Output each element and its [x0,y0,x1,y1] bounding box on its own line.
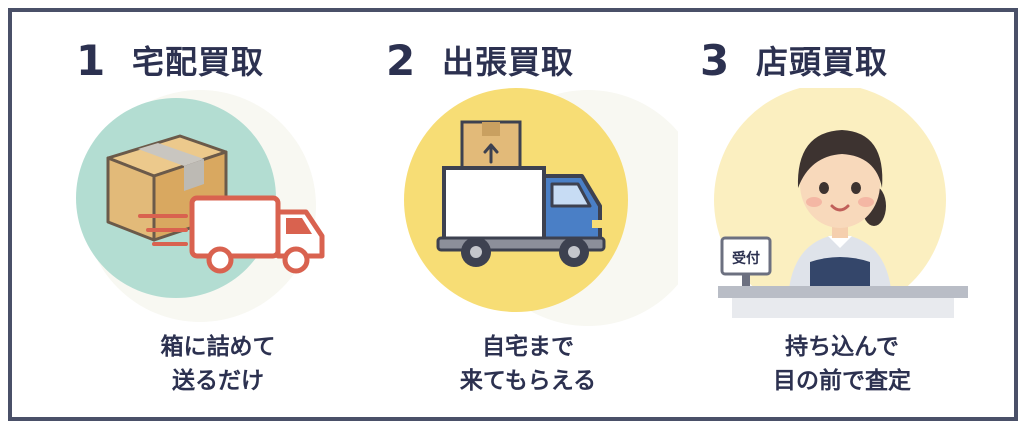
method-number: 1 [76,35,106,85]
method-caption: 自宅まで 来てもらえる [378,330,678,398]
method-number: 2 [386,35,416,85]
method-number: 3 [700,35,730,85]
pickup-illustration [378,88,678,328]
delivery-illustration [68,88,368,328]
caption-line-2: 目の前で査定 [773,368,911,394]
method-caption: 箱に詰めて 送るだけ [68,330,368,398]
method-title: 出張買取 [442,43,575,81]
method-caption: 持ち込んで 目の前で査定 [692,330,992,398]
caption-line-2: 送るだけ [172,368,264,394]
reception-sign: 受付 [732,250,760,267]
caption-line-1: 自宅まで [482,334,574,360]
method-in-store: 3 店頭買取 [692,12,992,417]
method-heading: 1 宅配買取 [76,35,265,85]
buyback-methods-panel: 1 宅配買取 [8,8,1018,421]
truck-with-box-icon [404,88,678,326]
caption-line-1: 持ち込んで [785,334,899,360]
store-clerk-icon: 受付 [714,88,968,318]
caption-line-2: 来てもらえる [459,368,597,394]
method-title: 宅配買取 [132,43,265,81]
caption-line-1: 箱に詰めて [160,334,276,360]
method-heading: 2 出張買取 [386,35,575,85]
method-heading: 3 店頭買取 [700,35,889,85]
method-home-delivery: 1 宅配買取 [68,12,368,417]
box-truck-icon [76,90,325,322]
store-illustration: 受付 [692,88,992,328]
method-title: 店頭買取 [756,43,889,81]
method-on-site: 2 出張買取 [378,12,678,417]
